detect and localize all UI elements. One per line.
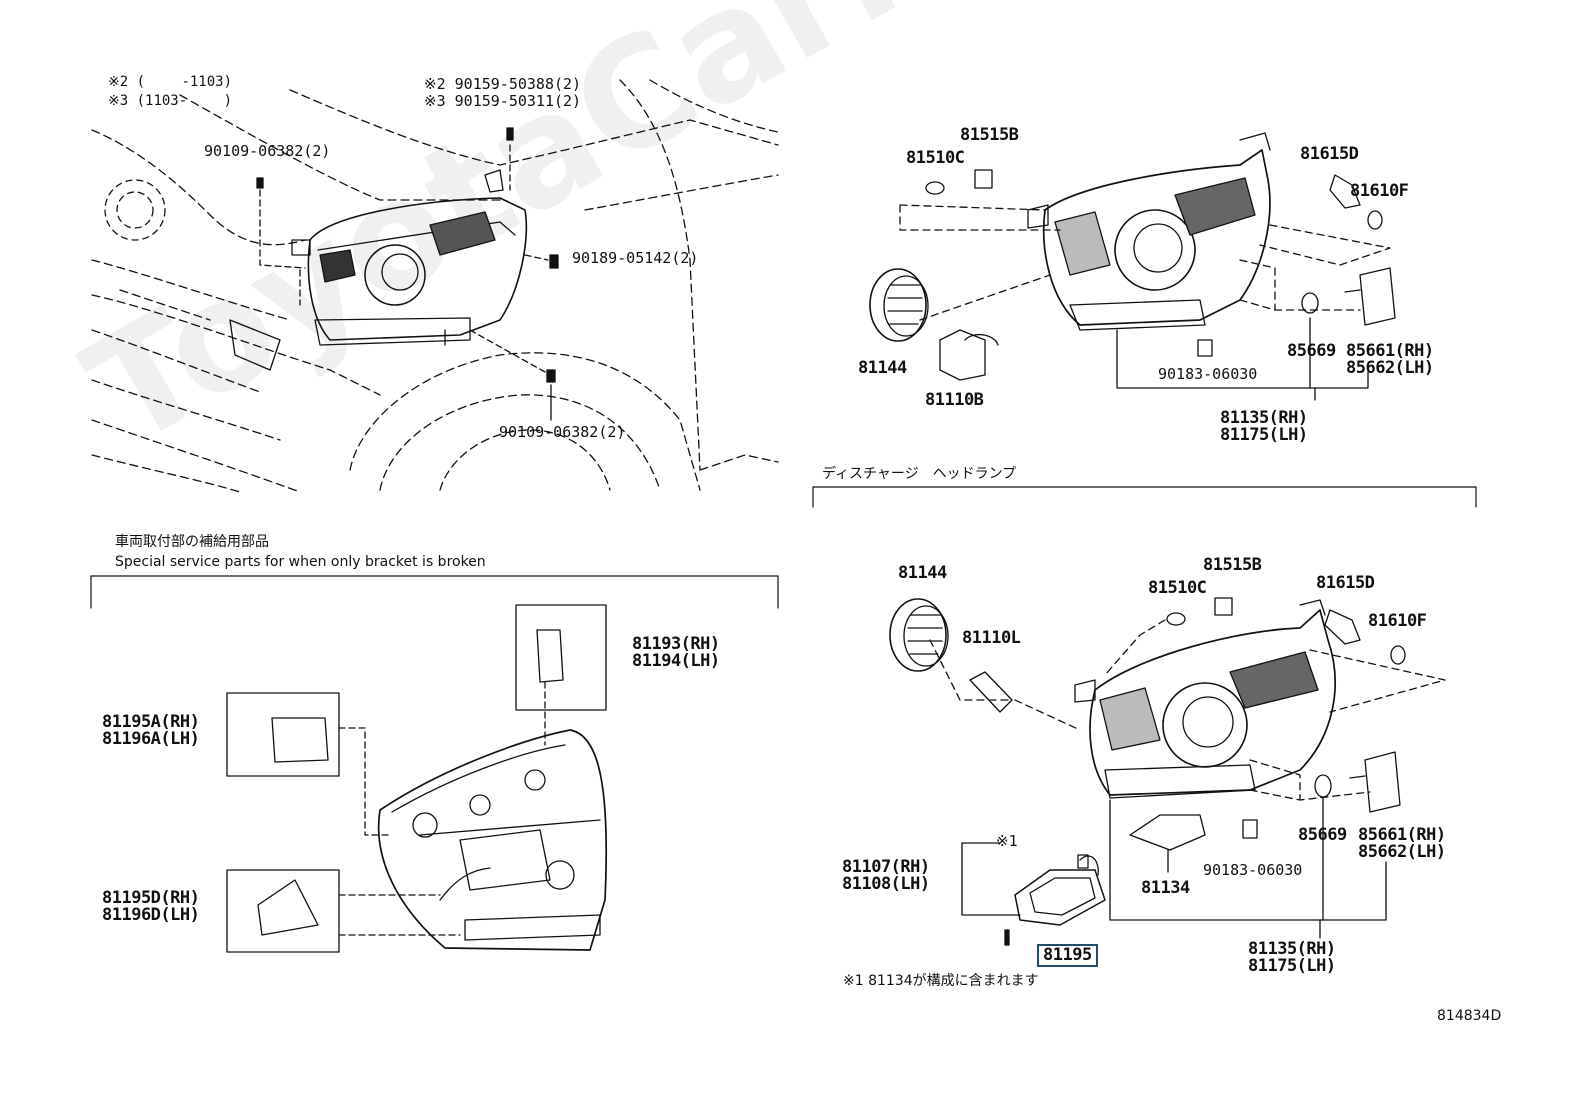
part-label-81195a-rh[interactable]: 81195A(RH) (102, 712, 200, 732)
vehicle-front-illustration (91, 79, 779, 493)
part-label-81144[interactable]: 81144 (858, 358, 907, 378)
part-label-81515b-discharge[interactable]: 81515B (1203, 555, 1262, 575)
part-label-81196d-lh[interactable]: 81196D(LH) (102, 905, 200, 925)
section-title-jp: 車両取付部の補給用部品 (115, 534, 269, 550)
part-label-81108-lh[interactable]: 81108(LH) (842, 874, 930, 894)
part-label-81134[interactable]: 81134 (1141, 878, 1190, 898)
bracket-section-frame (90, 575, 779, 609)
part-label-85662-lh-discharge[interactable]: 85662(LH) (1358, 842, 1446, 862)
part-label-81615d-discharge[interactable]: 81615D (1316, 573, 1375, 593)
part-label-81110l[interactable]: 81110L (962, 628, 1021, 648)
part-label-81175-lh[interactable]: 81175(LH) (1220, 425, 1308, 445)
diagram-code: 814834D (1437, 1008, 1502, 1024)
part-label-85662-lh[interactable]: 85662(LH) (1346, 358, 1434, 378)
halogen-headlamp-illustration (869, 132, 1396, 401)
part-label-90189-05142[interactable]: 90189-05142(2) (572, 249, 699, 267)
part-label-90183-06030[interactable]: 90183-06030 (1158, 365, 1258, 383)
note-range-3: ※3 (1103- ) (108, 93, 233, 109)
part-label-90183-06030-discharge[interactable]: 90183-06030 (1203, 861, 1303, 879)
part-label-90159-50311[interactable]: ※3 90159-50311(2) (424, 92, 582, 110)
section-title-discharge: ディスチャージ ヘッドランプ (822, 466, 1017, 482)
discharge-section-frame (812, 486, 1477, 508)
part-label-85661-rh[interactable]: 85661(RH) (1346, 341, 1434, 361)
note-range-2: ※2 ( -1103) (108, 74, 233, 90)
part-label-81610f-discharge[interactable]: 81610F (1368, 611, 1427, 631)
part-label-81135-rh[interactable]: 81135(RH) (1220, 408, 1308, 428)
part-label-81107-rh[interactable]: 81107(RH) (842, 857, 930, 877)
part-label-81144-discharge[interactable]: 81144 (898, 563, 947, 583)
part-label-81195-highlighted[interactable]: 81195 (1037, 944, 1098, 967)
part-label-81135-rh-discharge[interactable]: 81135(RH) (1248, 939, 1336, 959)
section-title-en: Special service parts for when only brac… (115, 554, 486, 570)
part-label-81110b[interactable]: 81110B (925, 390, 984, 410)
part-label-81194-lh[interactable]: 81194(LH) (632, 651, 720, 671)
part-label-81195d-rh[interactable]: 81195D(RH) (102, 888, 200, 908)
part-label-81175-lh-discharge[interactable]: 81175(LH) (1248, 956, 1336, 976)
discharge-headlamp-illustration (889, 597, 1446, 946)
part-label-85669[interactable]: 85669 (1287, 341, 1336, 361)
part-label-85669-discharge[interactable]: 85669 (1298, 825, 1347, 845)
footnote-81134: ※1 81134が構成に含まれます (843, 973, 1039, 989)
part-label-81196a-lh[interactable]: 81196A(LH) (102, 729, 200, 749)
part-label-81510c[interactable]: 81510C (906, 148, 965, 168)
part-label-90109-06382-b[interactable]: 90109-06382(2) (499, 423, 626, 441)
part-label-81515b[interactable]: 81515B (960, 125, 1019, 145)
part-label-90109-06382-a[interactable]: 90109-06382(2) (204, 142, 331, 160)
part-label-81610f[interactable]: 81610F (1350, 181, 1409, 201)
part-label-81615d[interactable]: 81615D (1300, 144, 1359, 164)
part-label-81510c-discharge[interactable]: 81510C (1148, 578, 1207, 598)
part-label-85661-rh-discharge[interactable]: 85661(RH) (1358, 825, 1446, 845)
note-mark-1: ※1 (996, 832, 1018, 850)
headlamp-rear-illustration (226, 604, 608, 953)
part-label-81193-rh[interactable]: 81193(RH) (632, 634, 720, 654)
part-label-90159-50388[interactable]: ※2 90159-50388(2) (424, 75, 582, 93)
